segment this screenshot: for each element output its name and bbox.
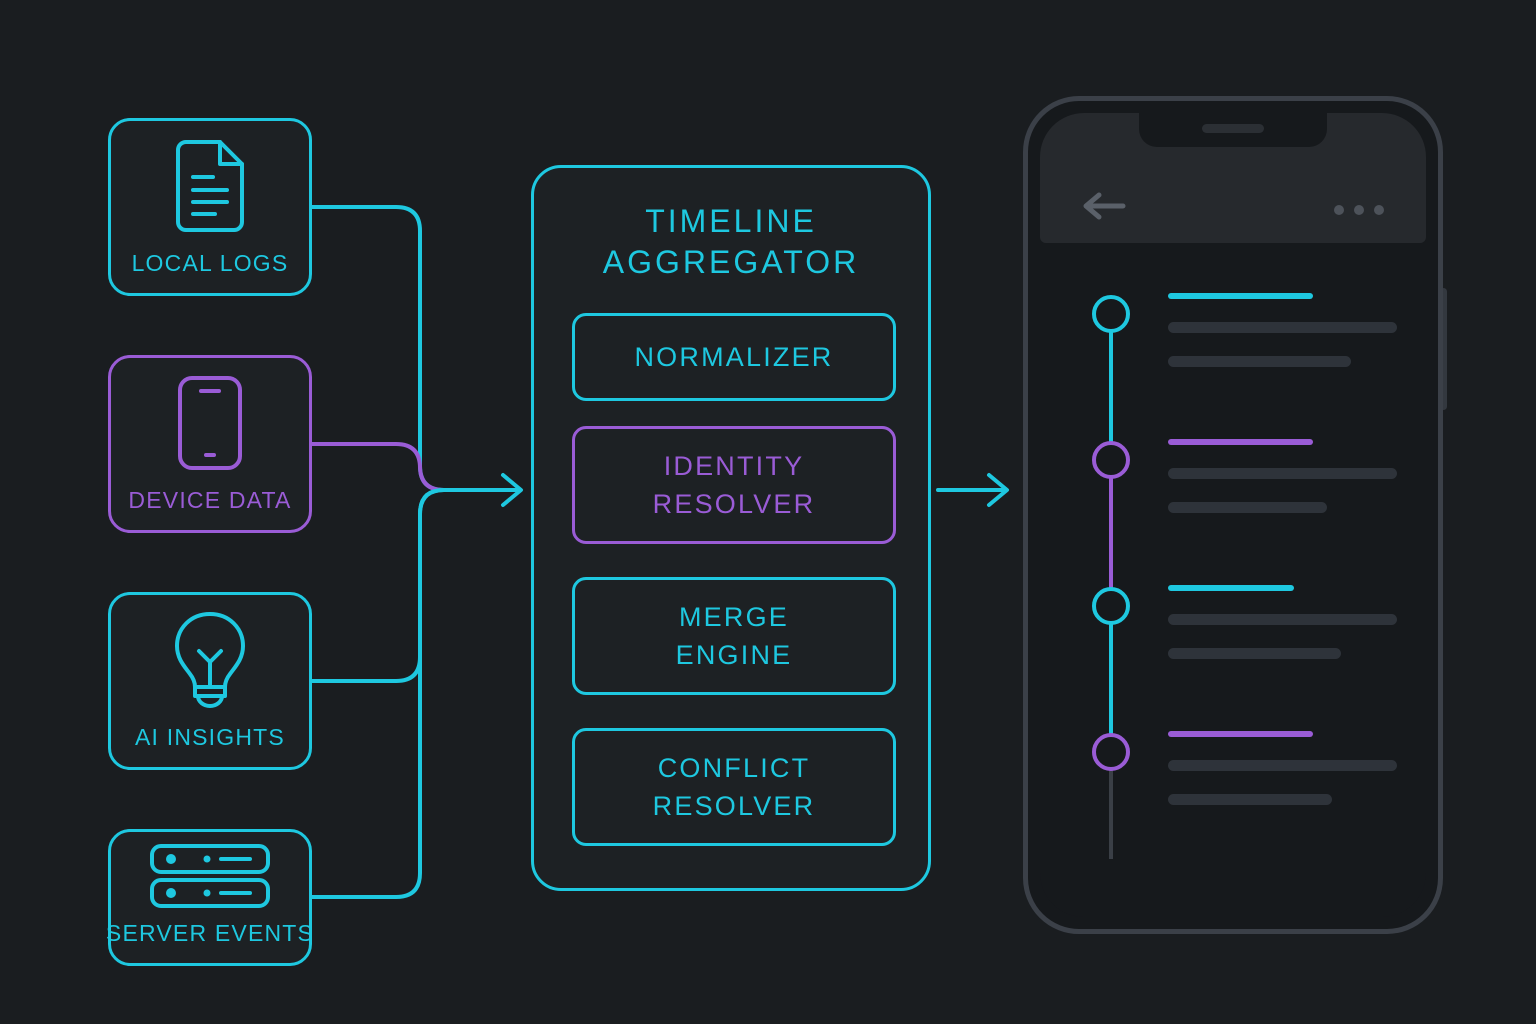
- aggregator-title: TIMELINE AGGREGATOR: [602, 203, 860, 280]
- stage-conflict-resolver[interactable]: CONFLICT RESOLVER: [572, 728, 896, 846]
- timeline-title-bar: [1168, 731, 1314, 737]
- output-arrow-head: [987, 473, 1009, 507]
- document-icon: [111, 121, 309, 250]
- source-label-local-logs: LOCAL LOGS: [131, 250, 289, 276]
- more-dot: [1354, 205, 1364, 215]
- connector-ai-insights: [310, 488, 446, 683]
- timeline-item[interactable]: [1040, 417, 1426, 621]
- timeline-text-bar: [1168, 468, 1398, 479]
- timeline-content: [1168, 293, 1402, 367]
- stage-merge-engine[interactable]: MERGE ENGINE: [572, 577, 896, 695]
- stage-identity-resolver[interactable]: IDENTITY RESOLVER: [572, 426, 896, 544]
- timeline-text-bar: [1168, 356, 1351, 367]
- source-card-ai-insights[interactable]: AI INSIGHTS: [108, 592, 312, 770]
- timeline-dot: [1092, 295, 1130, 333]
- source-label-ai-insights: AI INSIGHTS: [135, 724, 285, 750]
- timeline-segment: [1109, 475, 1113, 621]
- timeline-text-bar: [1168, 322, 1398, 333]
- timeline-content: [1168, 439, 1402, 513]
- timeline-title-bar: [1168, 293, 1314, 299]
- timeline-list: [1040, 243, 1426, 917]
- timeline-item[interactable]: [1040, 271, 1426, 475]
- phone-power-button[interactable]: [1440, 288, 1447, 410]
- timeline-content: [1168, 731, 1402, 805]
- timeline-aggregator-panel: TIMELINE AGGREGATOR NORMALIZER IDENTITY …: [531, 165, 931, 891]
- connector-device-data: [310, 442, 446, 492]
- timeline-text-bar: [1168, 502, 1328, 513]
- timeline-segment-tail: [1109, 767, 1113, 859]
- timeline-item[interactable]: [1040, 709, 1426, 859]
- source-label-server-events: SERVER EVENTS: [105, 920, 315, 946]
- timeline-dot: [1092, 733, 1130, 771]
- timeline-segment: [1109, 329, 1113, 475]
- phone-screen: [1040, 113, 1426, 917]
- timeline-text-bar: [1168, 760, 1398, 771]
- timeline-text-bar: [1168, 648, 1342, 659]
- back-arrow-icon[interactable]: [1082, 191, 1126, 226]
- more-options-icon[interactable]: [1334, 205, 1384, 215]
- source-card-device-data[interactable]: DEVICE DATA: [108, 355, 312, 533]
- mobile-phone-icon: [111, 358, 309, 487]
- source-card-server-events[interactable]: SERVER EVENTS: [105, 829, 315, 966]
- timeline-text-bar: [1168, 794, 1332, 805]
- timeline-content: [1168, 585, 1402, 659]
- stage-normalizer[interactable]: NORMALIZER: [572, 313, 896, 401]
- connector-server-events: [310, 488, 446, 899]
- app-header-bar: [1040, 113, 1426, 243]
- lightbulb-icon: [111, 595, 309, 724]
- server-rack-icon: [111, 832, 309, 920]
- phone-speaker-icon: [1202, 124, 1264, 133]
- phone-notch: [1139, 113, 1327, 147]
- timeline-dot: [1092, 441, 1130, 479]
- timeline-text-bar: [1168, 614, 1398, 625]
- more-dot: [1334, 205, 1344, 215]
- source-card-local-logs[interactable]: LOCAL LOGS: [108, 118, 312, 296]
- timeline-title-bar: [1168, 439, 1314, 445]
- phone-mockup: [1023, 96, 1443, 934]
- timeline-dot: [1092, 587, 1130, 625]
- connector-local-logs: [310, 205, 446, 492]
- more-dot: [1374, 205, 1384, 215]
- source-label-device-data: DEVICE DATA: [128, 487, 292, 513]
- input-arrow-head: [501, 473, 523, 507]
- timeline-title-bar: [1168, 585, 1295, 591]
- timeline-segment: [1109, 621, 1113, 767]
- timeline-item[interactable]: [1040, 563, 1426, 767]
